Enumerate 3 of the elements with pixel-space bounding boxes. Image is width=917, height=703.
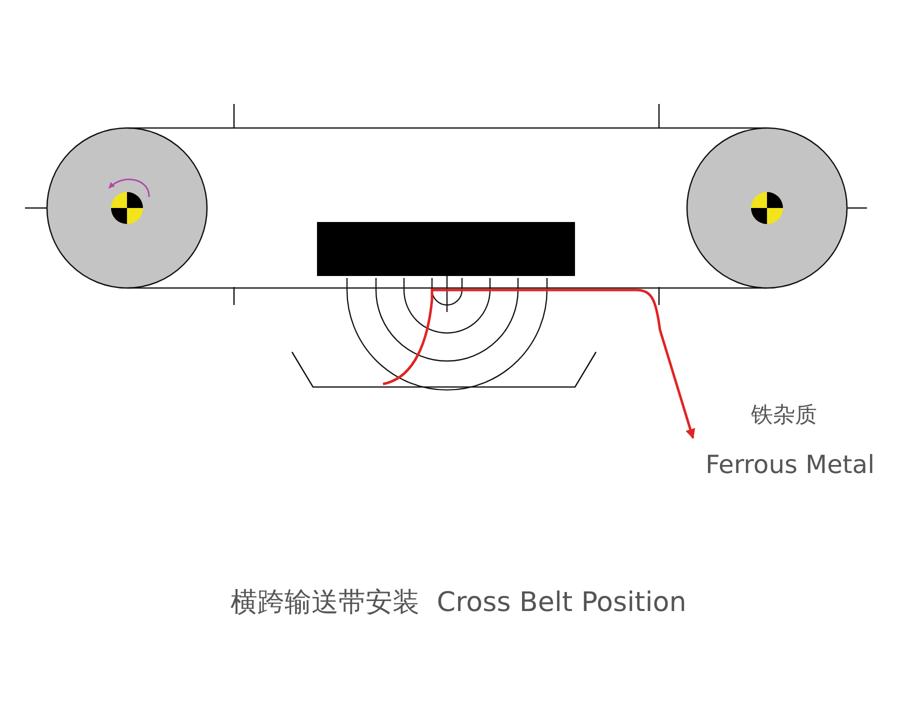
english-label: Ferrous Metal [705,450,875,479]
chinese-label: 铁杂质 [751,402,817,430]
caption: 横跨输送带安装 Cross Belt Position [230,586,686,620]
